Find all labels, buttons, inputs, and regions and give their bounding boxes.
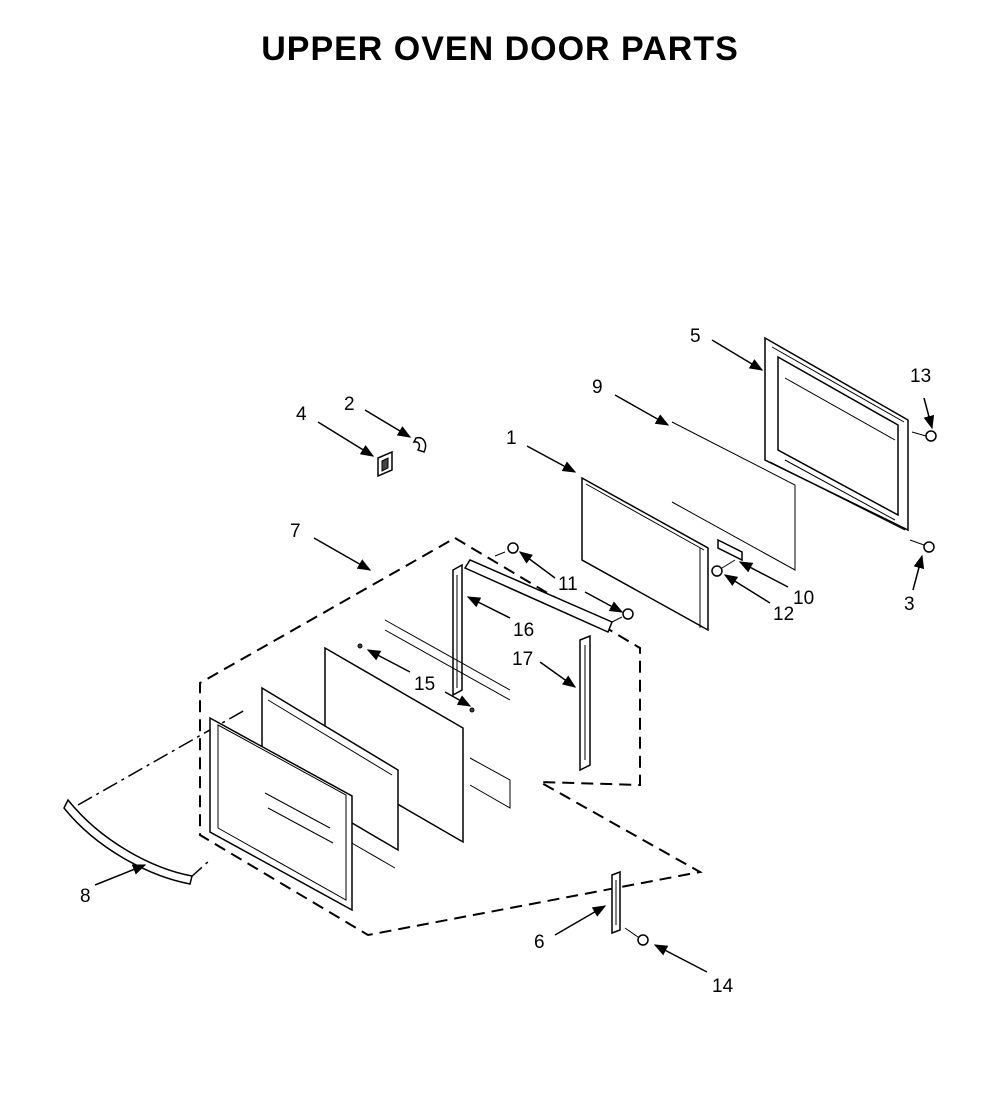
leader-14: [653, 944, 708, 973]
door-middle-frame: [261, 686, 399, 869]
leader-7: [313, 537, 372, 571]
leader-2: [364, 409, 412, 438]
callout-9: 9: [592, 377, 603, 398]
part-10-bracket: [717, 538, 743, 562]
callout-6: 6: [534, 932, 545, 953]
part-4-latch: [377, 450, 393, 478]
callout-5: 5: [690, 326, 701, 347]
leader-15: [366, 649, 411, 673]
leader-4: [317, 421, 375, 457]
leader-15b: [444, 691, 472, 707]
callout-3: 3: [904, 594, 915, 615]
leader-6: [554, 905, 607, 936]
part-13-screw: [911, 430, 937, 442]
callout-14: 14: [712, 976, 734, 997]
leader-3: [912, 554, 925, 591]
callout-17: 17: [512, 649, 533, 670]
callout-11: 11: [558, 574, 578, 595]
leader-1: [526, 445, 577, 473]
part-1-inner-panel: [581, 476, 709, 632]
leader-10: [738, 561, 789, 588]
part-5-door-frame: [764, 336, 909, 532]
callout-1: 1: [506, 428, 517, 449]
leader-9: [614, 394, 670, 426]
callout-15: 15: [414, 674, 435, 695]
callout-12: 12: [773, 604, 794, 625]
door-inner-glass: [324, 646, 464, 844]
part-12-screw: [711, 559, 736, 577]
callout-8: 8: [80, 886, 91, 907]
part-15-strip: [357, 619, 511, 809]
part-8-handle: [63, 798, 193, 885]
callout-10: 10: [793, 588, 814, 609]
page-title: UPPER OVEN DOOR PARTS: [261, 30, 739, 68]
outer-door: [209, 716, 353, 912]
part-9-glass-panel: [671, 421, 796, 571]
part-16-left-channel: [452, 563, 463, 697]
leader-16: [466, 596, 511, 619]
part-2-clip: [412, 436, 427, 453]
part-6-hinge: [611, 870, 621, 935]
part-3-screw: [909, 539, 935, 553]
handle-connector-line-lower: [189, 859, 211, 879]
callout-2: 2: [344, 394, 355, 415]
part-11-top-rail: [463, 542, 634, 634]
leader-12: [723, 574, 771, 604]
leader-11a: [518, 551, 556, 579]
leader-17: [539, 661, 577, 688]
callout-7: 7: [290, 521, 301, 542]
assembly-7-boundary: [199, 536, 703, 937]
callout-16: 16: [513, 620, 534, 641]
leader-8: [94, 864, 147, 886]
leader-13: [923, 397, 935, 430]
leader-5: [711, 339, 764, 371]
callout-13: 13: [910, 366, 931, 387]
part-17-right-channel: [579, 634, 591, 772]
callout-4: 4: [296, 404, 307, 425]
leader-11b: [584, 591, 624, 613]
part-14-screw: [624, 927, 649, 946]
